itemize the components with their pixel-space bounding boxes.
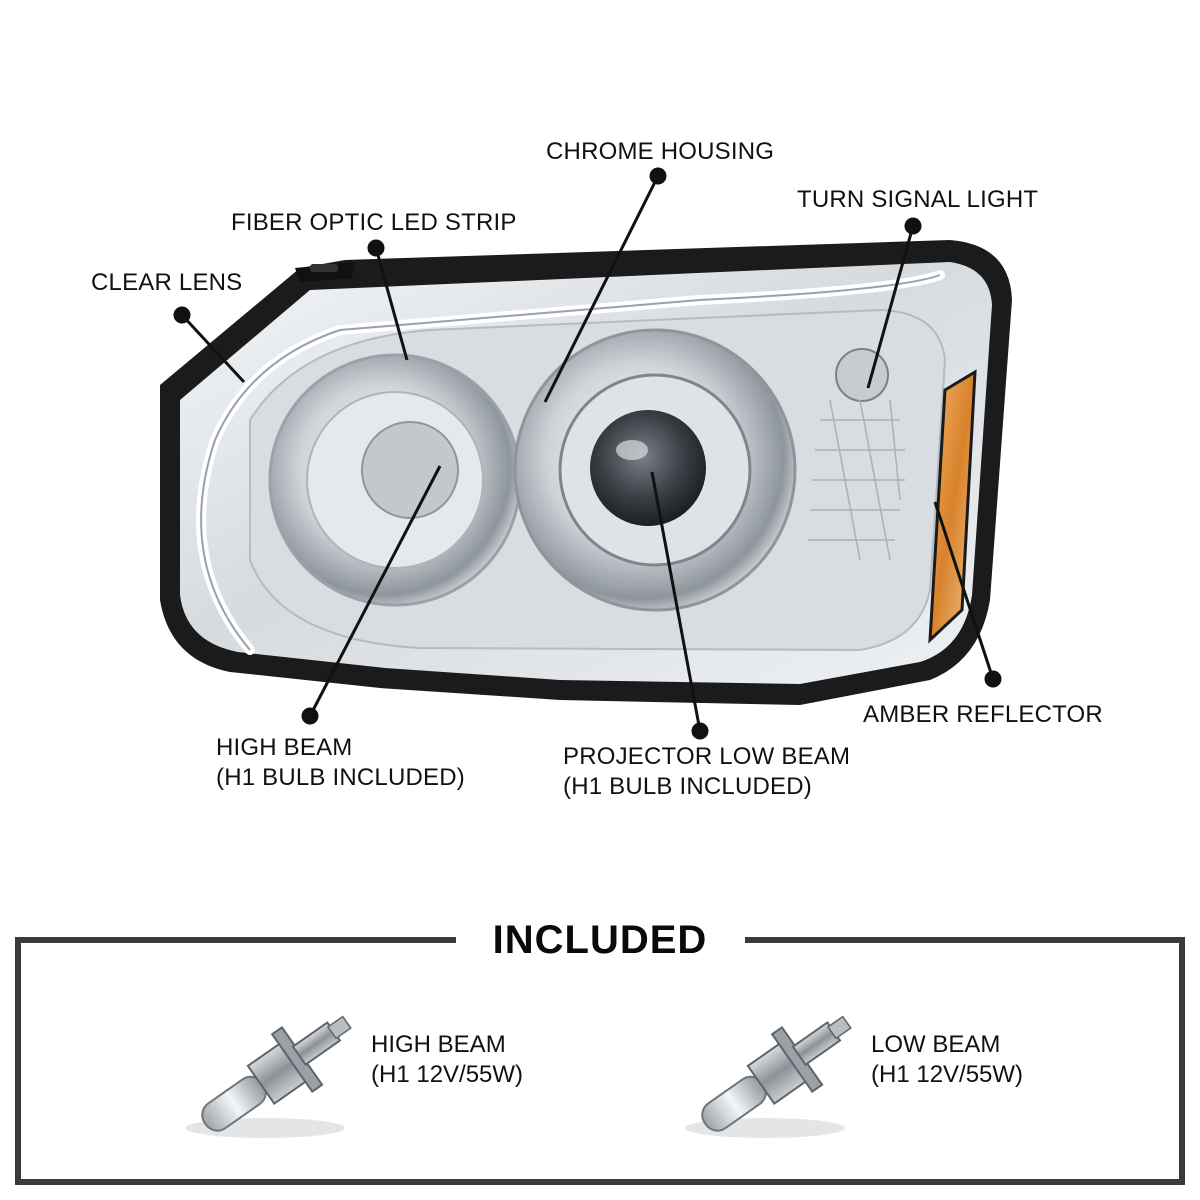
label-projector-title: PROJECTOR LOW BEAM <box>563 743 851 770</box>
reflector-texture <box>808 399 905 561</box>
bulb-high-beam-name: HIGH BEAM <box>371 1031 506 1058</box>
amber-reflector <box>928 369 977 644</box>
label-turn-signal-light: TURN SIGNAL LIGHT <box>797 186 1039 213</box>
headlight-assembly <box>160 240 1012 705</box>
label-amber-reflector: AMBER REFLECTOR <box>863 701 1103 728</box>
leader-turn-signal <box>866 225 915 389</box>
dot-amber-reflector <box>984 670 1002 688</box>
label-clear-lens: CLEAR LENS <box>91 269 243 296</box>
bulb-label-high-beam: HIGH BEAM (H1 12V/55W) <box>371 1030 523 1090</box>
label-fiber-optic-led-strip: FIBER OPTIC LED STRIP <box>231 209 517 236</box>
label-chrome-housing: CHROME HOUSING <box>546 138 775 165</box>
dot-chrome-housing <box>649 167 667 185</box>
bulb-high-beam-spec: (H1 12V/55W) <box>371 1061 524 1088</box>
included-frame <box>15 937 1185 1185</box>
dot-high-beam <box>301 707 319 725</box>
leader-amber-reflector <box>933 501 995 680</box>
label-high-beam: HIGH BEAM (H1 BULB INCLUDED) <box>216 733 465 793</box>
leader-high-beam <box>308 465 442 717</box>
leader-fiber-optic <box>374 247 409 361</box>
h1-bulb-low-beam-image <box>685 1015 852 1138</box>
label-projector-low-beam: PROJECTOR LOW BEAM (H1 BULB INCLUDED) <box>563 742 850 802</box>
h1-bulb-high-beam-image <box>185 1015 352 1138</box>
bulb-low-beam-spec: (H1 12V/55W) <box>871 1061 1024 1088</box>
label-projector-note: (H1 BULB INCLUDED) <box>563 773 812 800</box>
leader-chrome-housing <box>543 175 660 403</box>
turn-signal-bulb <box>835 348 889 402</box>
label-high-beam-title: HIGH BEAM <box>216 734 353 761</box>
bulb-label-low-beam: LOW BEAM (H1 12V/55W) <box>871 1030 1023 1090</box>
projector-lens <box>590 410 706 526</box>
dot-clear-lens <box>173 306 191 324</box>
leader-projector <box>650 471 702 732</box>
leader-clear-lens <box>180 313 246 384</box>
bulb-low-beam-name: LOW BEAM <box>871 1031 1001 1058</box>
included-title: INCLUDED <box>492 918 708 962</box>
dot-fiber-optic <box>367 239 385 257</box>
callout-leaders <box>173 167 1002 740</box>
dot-projector <box>691 722 709 740</box>
label-high-beam-note: (H1 BULB INCLUDED) <box>216 764 465 791</box>
dot-turn-signal <box>904 217 922 235</box>
